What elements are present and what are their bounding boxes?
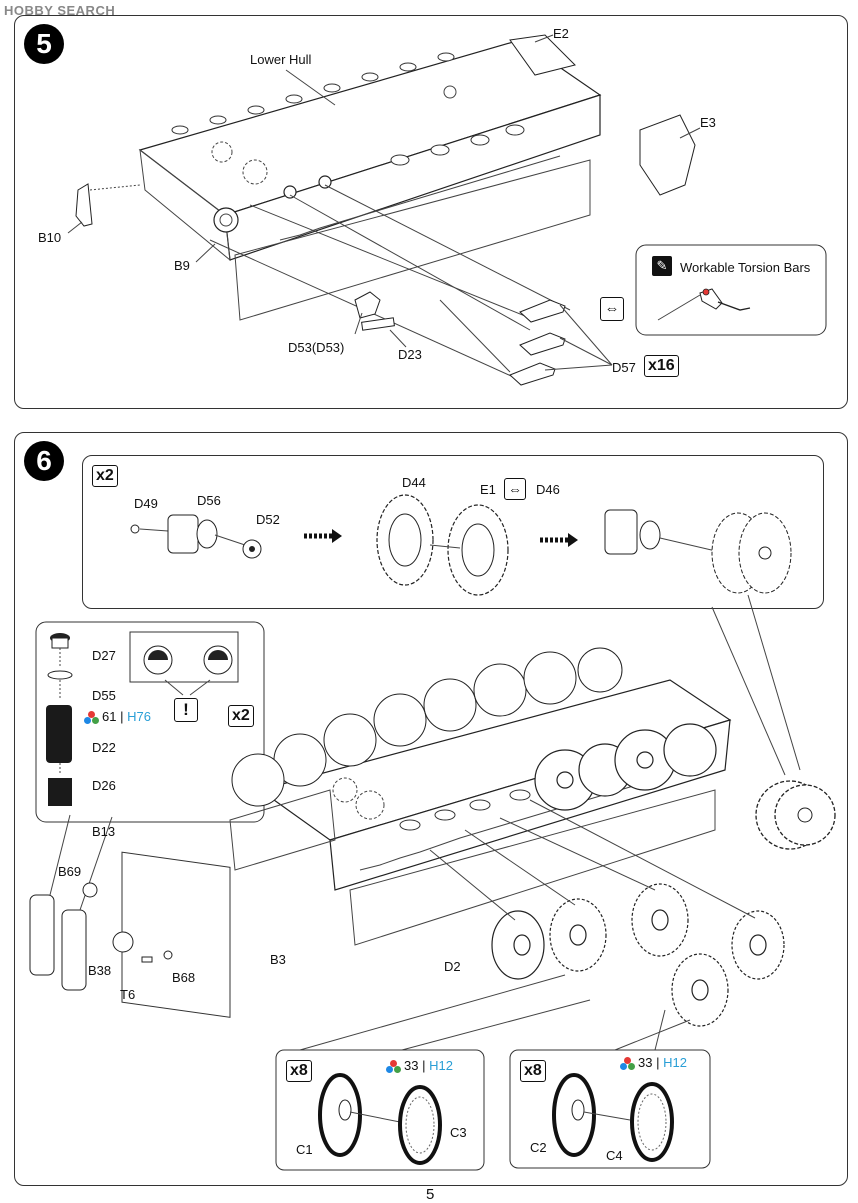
label-b68: B68 <box>172 970 196 985</box>
sprocket-multiplier: x2 <box>92 465 118 487</box>
label-b9: B9 <box>174 258 190 273</box>
label-c3: C3 <box>450 1125 467 1140</box>
paint-code-wheel-right: 33 | H12 <box>620 1055 687 1071</box>
step-5-number: 5 <box>24 24 64 64</box>
label-d46: D46 <box>536 482 560 497</box>
arrow-icon: ⇔ <box>600 297 624 321</box>
paint-code-33: 33 <box>404 1058 419 1073</box>
paint-dots-icon <box>620 1056 636 1071</box>
multiplier-x16: x16 <box>644 355 679 377</box>
label-e1: E1 <box>480 482 496 497</box>
label-b13: B13 <box>92 824 116 839</box>
label-lower-hull: Lower Hull <box>250 52 312 67</box>
torsion-callout-label: Workable Torsion Bars <box>680 260 811 275</box>
paint-code-damper: 61 | H76 <box>84 709 151 725</box>
label-c2: C2 <box>530 1140 547 1155</box>
label-d27: D27 <box>92 648 116 663</box>
label-c4: C4 <box>606 1148 623 1163</box>
paint-code-61: 61 <box>102 709 117 724</box>
wheel-left-multiplier: x8 <box>286 1060 312 1082</box>
step-5-panel <box>14 15 848 409</box>
label-d44: D44 <box>402 475 426 490</box>
label-c1: C1 <box>296 1142 313 1157</box>
label-b10: B10 <box>38 230 62 245</box>
label-e3: E3 <box>700 115 716 130</box>
label-b38: B38 <box>88 963 112 978</box>
label-b69: B69 <box>58 864 82 879</box>
watermark: HOBBY SEARCH <box>4 3 116 18</box>
paint-dots-icon <box>386 1059 402 1074</box>
paint-code-33: 33 <box>638 1055 653 1070</box>
damper-multiplier: x2 <box>228 705 254 727</box>
label-d55: D55 <box>92 688 116 703</box>
label-d22: D22 <box>92 740 116 755</box>
label-d23: D23 <box>398 347 422 362</box>
label-d56: D56 <box>197 493 221 508</box>
label-d52: D52 <box>256 512 280 527</box>
page-number: 5 <box>426 1186 435 1203</box>
label-d49: D49 <box>134 496 158 511</box>
label-t6: T6 <box>120 987 136 1002</box>
label-e2: E2 <box>553 26 569 41</box>
label-b3: B3 <box>270 952 286 967</box>
paint-code-wheel-left: 33 | H12 <box>386 1058 453 1074</box>
paint-ref-h76: H76 <box>127 709 151 724</box>
arrow-icon: ⇔ <box>504 478 526 500</box>
pen-icon: ✎ <box>652 256 672 276</box>
step-6-number: 6 <box>24 441 64 481</box>
caution-icon: ! <box>174 698 198 722</box>
step-5-hull-drawing <box>67 34 827 386</box>
label-d26: D26 <box>92 778 116 793</box>
label-d53: D53(D53) <box>288 340 345 355</box>
paint-dots-icon <box>84 710 100 725</box>
paint-ref-h12: H12 <box>663 1055 687 1070</box>
wheel-right-multiplier: x8 <box>520 1060 546 1082</box>
paint-ref-h12: H12 <box>429 1058 453 1073</box>
label-d2: D2 <box>444 959 461 974</box>
label-d57: D57 <box>612 360 636 375</box>
